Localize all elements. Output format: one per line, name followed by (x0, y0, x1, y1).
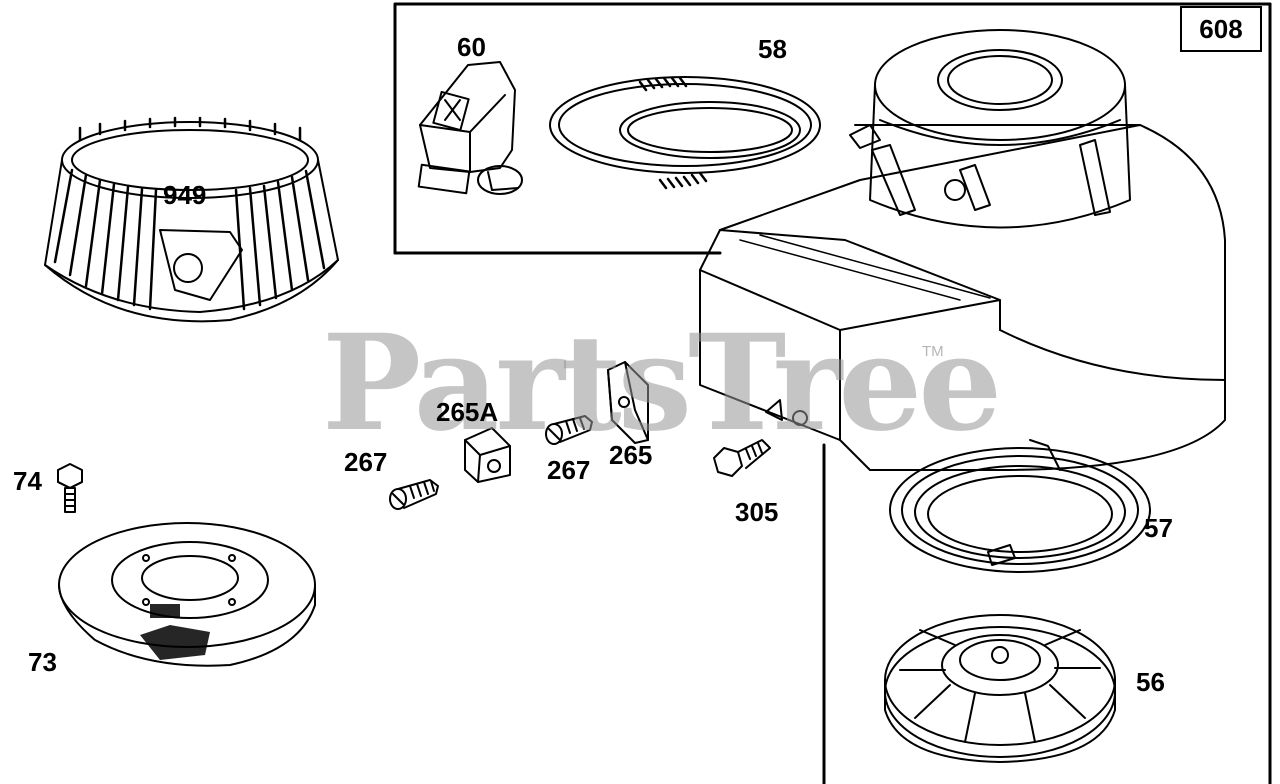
blower-housing-drawing (699, 29, 1226, 471)
part-label-57[interactable]: 57 (1144, 513, 1173, 543)
rewind-spring-drawing (889, 439, 1151, 573)
part-label-58[interactable]: 58 (758, 34, 787, 64)
grass-screen-drawing (58, 522, 316, 667)
part-label-267-center[interactable]: 267 (547, 455, 591, 485)
starter-rope-drawing (549, 76, 821, 190)
watermark-trademark: TM (922, 343, 944, 360)
part-label-73[interactable]: 73 (28, 647, 57, 677)
part-label-267-left[interactable]: 267 (344, 447, 388, 477)
kit-frame (393, 2, 1272, 784)
bolt-drawing (57, 463, 83, 513)
kit-number-badge[interactable]: 608 (1180, 6, 1262, 52)
screw-center-drawing (545, 415, 593, 445)
rope-guide-clip-drawing (464, 427, 511, 483)
part-label-56[interactable]: 56 (1136, 667, 1165, 697)
watermark: PartsTree (322, 306, 1002, 461)
part-label-305[interactable]: 305 (735, 497, 779, 527)
screw-left-drawing (389, 479, 439, 510)
hex-bolt-drawing (713, 439, 771, 477)
part-label-949[interactable]: 949 (163, 180, 207, 210)
starter-pulley-drawing (884, 614, 1116, 763)
part-label-265[interactable]: 265 (609, 440, 653, 470)
starter-handle-drawing (417, 61, 523, 195)
part-label-74[interactable]: 74 (13, 466, 42, 496)
rope-guide-drawing (607, 361, 649, 444)
part-label-265A[interactable]: 265A (436, 397, 499, 427)
part-label-60[interactable]: 60 (457, 32, 486, 62)
rotating-screen-drawing (44, 116, 339, 323)
